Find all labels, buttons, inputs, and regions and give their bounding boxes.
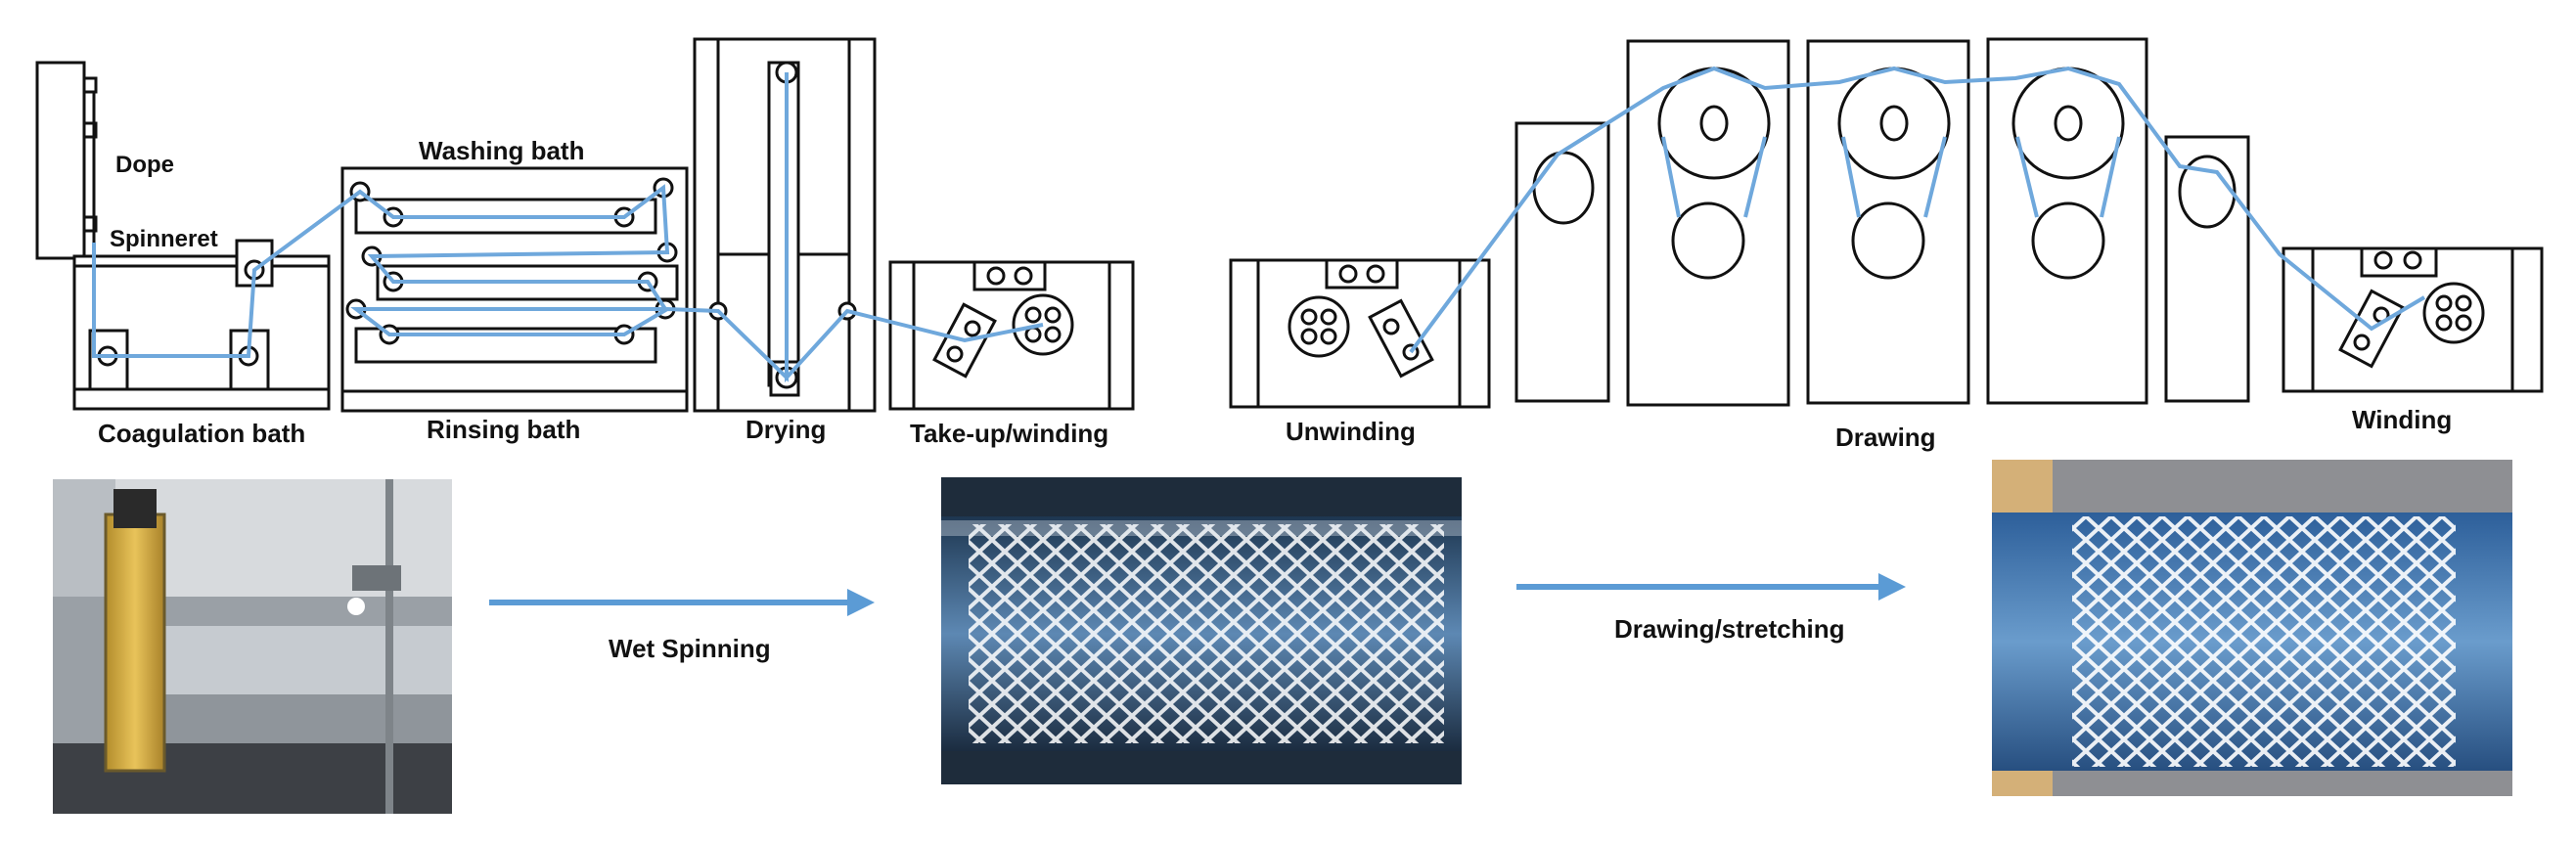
label-coagulation-bath: Coagulation bath bbox=[98, 419, 305, 448]
coagulation-bath bbox=[72, 239, 331, 411]
label-unwinding: Unwinding bbox=[1286, 417, 1416, 446]
wound-fiber-photo bbox=[941, 477, 1462, 784]
label-washing-bath: Washing bath bbox=[419, 136, 584, 165]
label-drying: Drying bbox=[746, 415, 826, 444]
fiber-path-spinning bbox=[92, 72, 1044, 383]
drawing-stretching-arrow bbox=[1516, 573, 1906, 601]
drawing-belt-2 bbox=[1841, 136, 1947, 218]
drawing-belt-1 bbox=[1661, 136, 1767, 218]
spinning-stand bbox=[35, 61, 98, 260]
drawing-frames bbox=[1514, 37, 2250, 407]
label-take-up-winding: Take-up/winding bbox=[910, 419, 1108, 448]
fiber-path-drawing bbox=[1409, 66, 2426, 354]
unwinding-unit bbox=[1229, 258, 1491, 409]
label-wet-spinning: Wet Spinning bbox=[609, 634, 771, 663]
take-up-winding-unit bbox=[888, 260, 1135, 411]
label-rinsing-bath: Rinsing bath bbox=[427, 415, 580, 444]
wet-spinning-arrow bbox=[489, 589, 875, 616]
label-spinneret: Spinneret bbox=[110, 226, 218, 252]
washing-rinsing-bath bbox=[340, 166, 689, 413]
label-winding: Winding bbox=[2352, 405, 2452, 434]
drawn-fiber-photo bbox=[1992, 460, 2512, 796]
label-drawing-stretching: Drawing/stretching bbox=[1614, 614, 1844, 644]
wet-spinning-setup-photo bbox=[53, 479, 452, 814]
label-dope: Dope bbox=[115, 152, 174, 178]
drawing-belt-3 bbox=[2015, 136, 2121, 218]
label-drawing: Drawing bbox=[1835, 423, 1936, 452]
winding-unit bbox=[2282, 246, 2544, 393]
